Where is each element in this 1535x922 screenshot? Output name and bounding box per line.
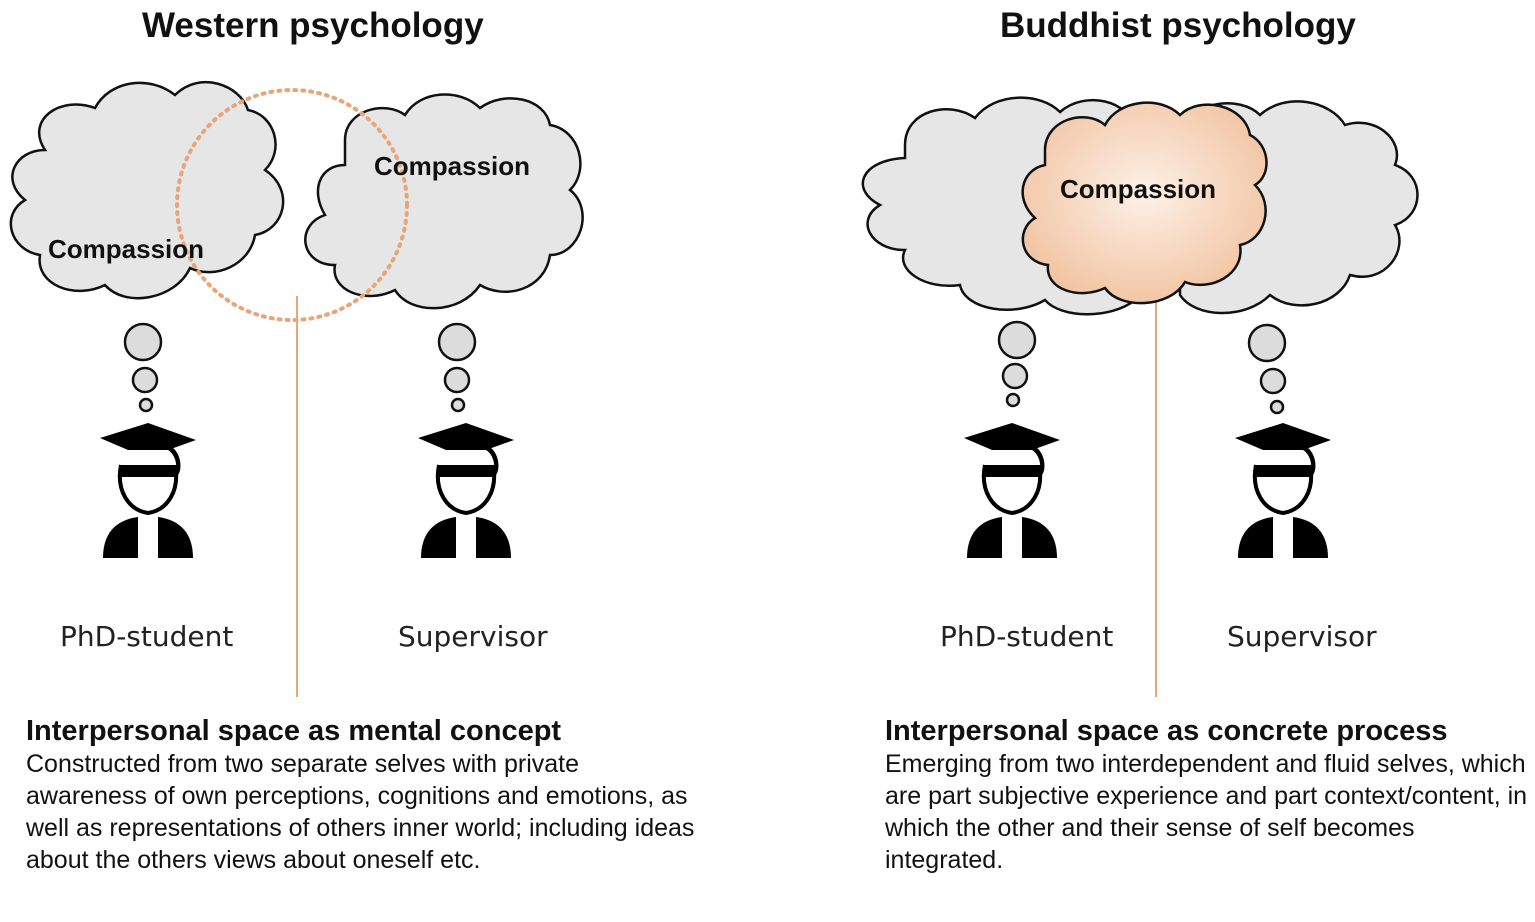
supervisor-thought-bubbles (1247, 323, 1287, 415)
graduate-person-icon (964, 423, 1060, 558)
graduate-person-icon (1235, 423, 1331, 558)
graduate-person-icon (100, 423, 196, 558)
supervisor-thought-cloud (304, 93, 584, 310)
left-supervisor-label: Supervisor (398, 620, 548, 653)
shared-cloud-label: Compassion (1060, 174, 1216, 204)
buddhist-psychology-title: Buddhist psychology (1000, 6, 1356, 45)
left-caption-heading: Interpersonal space as mental concept (26, 715, 562, 747)
right-phd-student-label: PhD-student (940, 620, 1114, 653)
left-caption: Interpersonal space as mental concept Co… (26, 714, 706, 876)
right-supervisor-label: Supervisor (1227, 620, 1377, 653)
left-caption-body: Constructed from two separate selves wit… (26, 750, 695, 874)
right-caption-heading: Interpersonal space as concrete process (885, 715, 1448, 747)
student-cloud-label: Compassion (48, 234, 204, 264)
supervisor-cloud-label: Compassion (374, 151, 530, 181)
student-thought-bubbles (123, 322, 163, 413)
interpersonal-space-circle (175, 88, 409, 322)
western-psychology-title: Western psychology (142, 6, 484, 45)
right-caption-body: Emerging from two interdependent and flu… (885, 750, 1528, 874)
graduate-person-icon (418, 423, 514, 558)
left-phd-student-label: PhD-student (60, 620, 234, 653)
right-caption: Interpersonal space as concrete process … (885, 714, 1530, 876)
student-thought-bubbles (997, 320, 1037, 408)
student-thought-cloud (9, 80, 285, 300)
shared-compassion-cloud (1021, 101, 1268, 305)
supervisor-thought-bubbles (437, 322, 477, 413)
